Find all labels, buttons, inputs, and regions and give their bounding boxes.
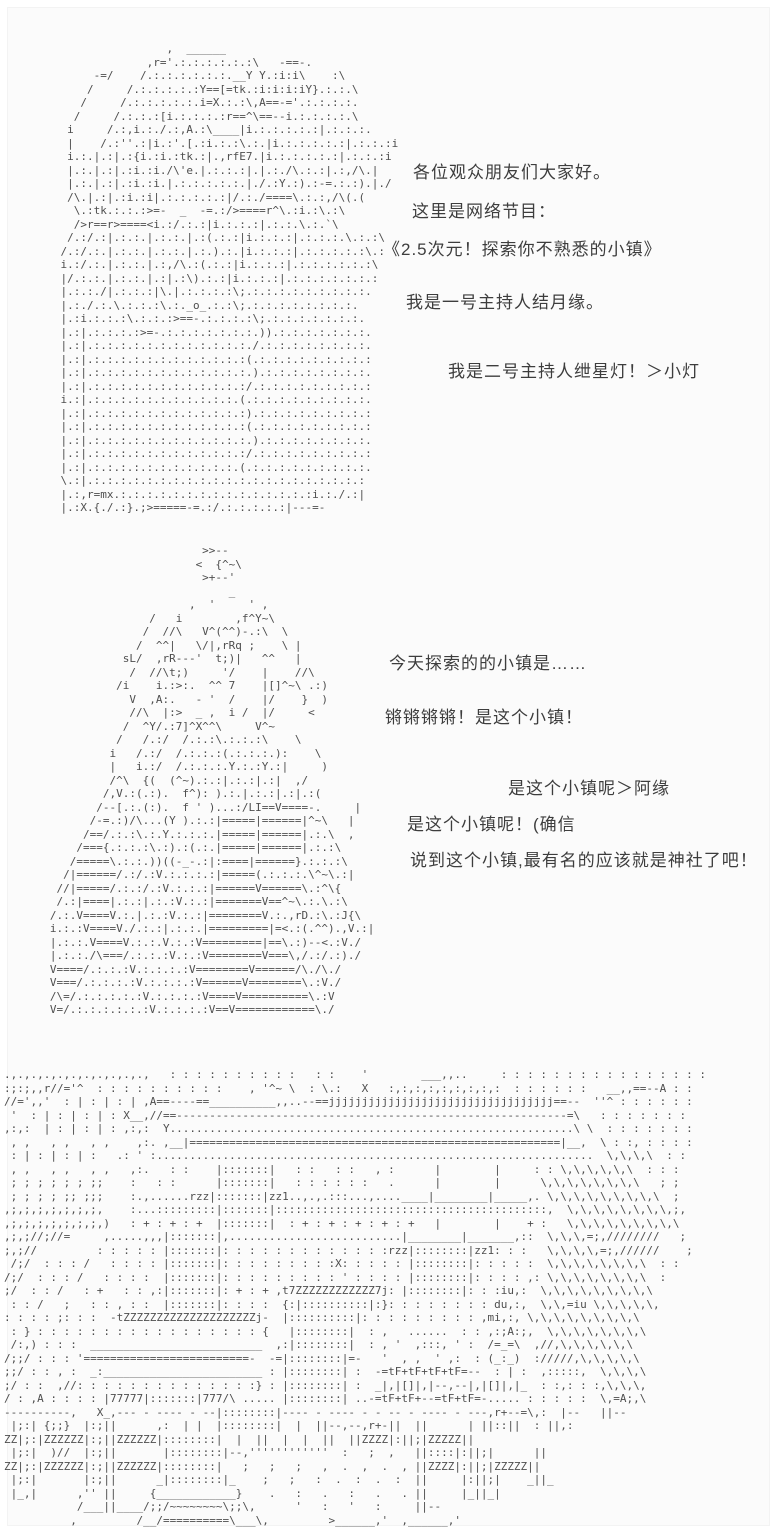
dialogue-today-town: 今天探索的的小镇是…… bbox=[389, 654, 587, 673]
dialogue-show-intro: 这里是网络节目： bbox=[412, 202, 556, 221]
dialogue-akari-confirm: 是这个小镇呢＞阿缘 bbox=[508, 779, 670, 798]
dialogue-yukari-confirm: 是这个小镇呢！(确信 bbox=[407, 815, 576, 834]
dialogue-show-title: 《2.5次元！探索你不熟悉的小镇》 bbox=[383, 240, 662, 259]
dialogue-shrine-remark: 说到这个小镇,最有名的应该就是神社了吧！ bbox=[410, 851, 758, 870]
ascii-art-yukari-portrait: , ______ ,r='.:.:.:.:.:.:\ -==-. -=/ /.:… bbox=[60, 42, 399, 514]
dialogue-greeting: 各位观众朋友们大家好。 bbox=[413, 163, 611, 182]
dialogue-host1-intro: 我是一号主持人结月缘。 bbox=[406, 293, 604, 312]
dialogue-host2-intro: 我是二号主持人绁星灯！＞小灯 bbox=[448, 362, 700, 381]
dialogue-reveal: 锵锵锵锵！是这个小镇！ bbox=[385, 708, 583, 727]
ascii-art-shrine-scene: .,.,.,.,.,.,.,.,.,.,., : : : : : : : : :… bbox=[4, 1068, 706, 1527]
ascii-art-akari-portrait: >>-- < {^~\ >+--' _ , ' ' , / i ,f^Y~\ /… bbox=[49, 544, 375, 1016]
